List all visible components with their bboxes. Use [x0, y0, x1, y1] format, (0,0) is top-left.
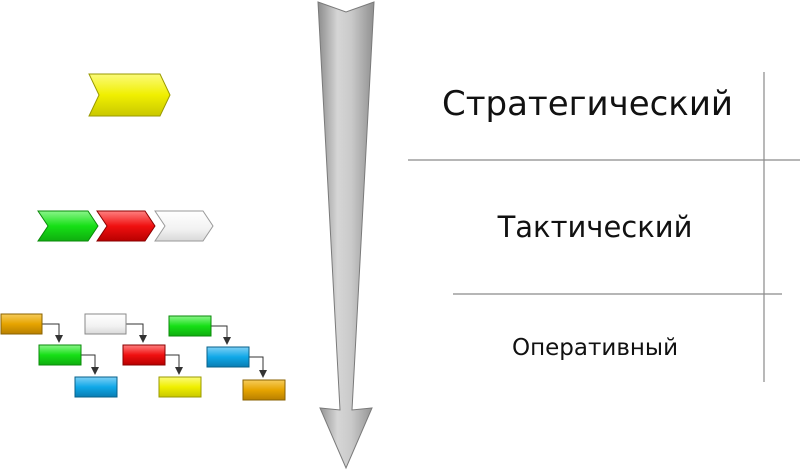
flow-connector: [211, 325, 231, 345]
chevron-tactical-white: [154, 210, 214, 242]
flow-connector: [42, 323, 63, 343]
process-box-red: [122, 344, 166, 366]
down-arrow-icon: [317, 1, 375, 470]
process-box-white: [84, 313, 127, 335]
flow-connector: [126, 323, 147, 343]
process-box-blue: [74, 376, 118, 398]
operational-flow: [0, 313, 286, 401]
process-box-yellow: [158, 376, 202, 398]
process-box-orange: [242, 379, 286, 401]
level-label-strategic: Стратегический: [441, 84, 734, 124]
process-box-orange: [0, 313, 43, 335]
process-box-green: [38, 344, 82, 366]
flow-connector: [165, 354, 183, 375]
flow-connector: [249, 356, 267, 378]
chevron-tactical-red: [96, 210, 156, 242]
process-box-green: [168, 315, 212, 337]
level-label-operational: Оперативный: [511, 335, 679, 361]
level-label-tactical: Тактический: [497, 210, 693, 244]
chevron-strategic-yellow: [88, 73, 171, 117]
chevron-tactical-green: [37, 210, 99, 242]
flow-connector: [81, 354, 99, 375]
process-box-blue: [206, 346, 250, 368]
